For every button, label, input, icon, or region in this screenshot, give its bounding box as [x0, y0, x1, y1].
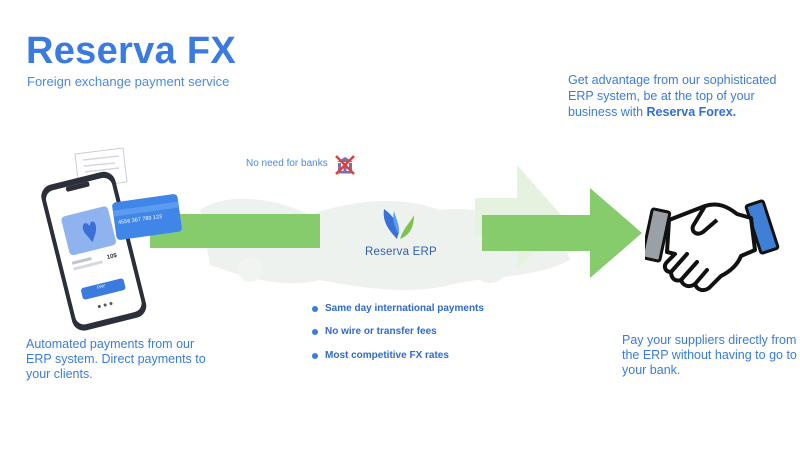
tagline: Get advantage from our sophisticated ERP…	[568, 72, 788, 120]
crossed-bank-icon	[335, 155, 355, 175]
feature-item: Same day international payments	[312, 303, 484, 314]
right-caption: Pay your suppliers directly from the ERP…	[622, 333, 797, 377]
no-banks-label: No need for banks	[246, 158, 328, 169]
bullet-dot-icon	[312, 328, 318, 335]
tagline-brand: Reserva Forex.	[646, 105, 737, 119]
feature-text: Same day international payments	[325, 303, 484, 314]
right-arrow	[482, 188, 642, 278]
reserva-logo-icon	[383, 209, 414, 239]
handshake-icon	[645, 199, 780, 293]
bullet-dot-icon	[312, 352, 318, 359]
page-subtitle: Foreign exchange payment service	[27, 74, 230, 89]
feature-item: No wire or transfer fees	[312, 326, 437, 337]
tagline-text: Get advantage from our sophisticated ERP…	[568, 73, 777, 119]
credit-card-icon	[112, 194, 182, 240]
bullet-dot-icon	[312, 305, 318, 312]
reserva-erp-label: Reserva ERP	[365, 246, 437, 258]
page-title: Reserva FX	[26, 30, 237, 72]
feature-text: No wire or transfer fees	[325, 326, 437, 337]
feature-text: Most competitive FX rates	[325, 350, 449, 361]
feature-item: Most competitive FX rates	[312, 350, 449, 361]
left-caption: Automated payments from our ERP system. …	[26, 337, 206, 381]
